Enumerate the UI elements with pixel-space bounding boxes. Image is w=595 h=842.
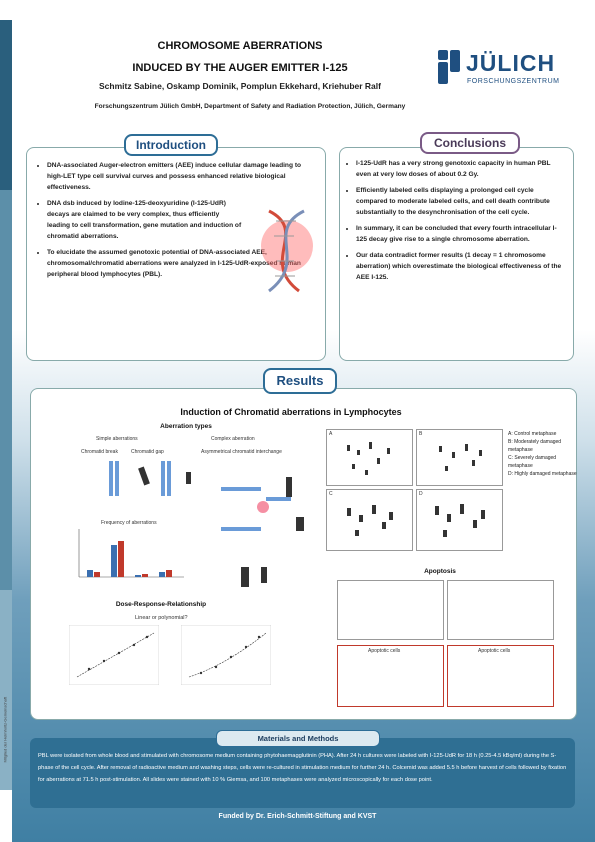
results-subtitle: Induction of Chromatid aberrations in Ly… [180, 407, 402, 417]
logo-subtitle: FORSCHUNGSZENTRUM [467, 78, 560, 85]
introduction-box: DNA-associated Auger-electron emitters (… [26, 147, 326, 361]
results-heading: Results [263, 368, 337, 394]
legend-item-a: A: Control metaphase [508, 431, 557, 437]
chromatid-break-label: Chromatid break [81, 449, 118, 455]
aberration-types-label: Aberration types [160, 423, 212, 430]
frequency-title: Frequency of aberrations [101, 520, 157, 526]
logo-mark-icon [438, 50, 460, 84]
concl-bullet-4: Our data contradict former results (1 de… [356, 250, 566, 283]
metaphase-legend: A: Control metaphase B: Moderately damag… [508, 430, 578, 478]
poster-title-line2: INDUCED BY THE AUGER EMITTER I-125 [132, 62, 348, 74]
dose-response-chart-1 [69, 625, 159, 685]
concl-bullet-3: In summary, it can be concluded that eve… [356, 223, 566, 245]
apoptosis-chart-1 [337, 580, 444, 640]
frequency-bar-chart [78, 529, 184, 578]
aberration-schematic [109, 461, 304, 587]
legend-item-d: D: Highly damaged metaphase [508, 471, 577, 477]
conclusions-box: I-125-UdR has a very strong genotoxic ca… [339, 147, 574, 361]
apoptosis-chart-3: Apoptotic cells [337, 645, 444, 707]
poster-title-line1: CHROMOSOME ABERRATIONS [157, 40, 323, 52]
apoptosis-chart-4: Apoptotic cells [447, 645, 554, 707]
legend-item-b: B: Moderately damaged metaphase [508, 439, 562, 453]
metaphase-panel-b: B [416, 429, 503, 486]
left-color-bar [0, 0, 12, 842]
introduction-list: DNA-associated Auger-electron emitters (… [35, 160, 301, 285]
apoptosis-title: Apoptosis [424, 568, 456, 575]
complex-aberration-label: Complex aberration [211, 436, 255, 442]
materials-heading: Materials and Methods [216, 730, 380, 747]
conclusions-list: I-125-UdR has a very strong genotoxic ca… [344, 158, 566, 288]
linear-question: Linear or polynomial? [135, 615, 188, 621]
introduction-heading: Introduction [124, 134, 218, 156]
dose-response-chart-2 [181, 625, 271, 685]
dna-helix-icon [261, 209, 313, 293]
legend-item-c: C: Severely damaged metaphase [508, 455, 557, 469]
metaphase-panel-d: D [416, 489, 503, 551]
chromatid-gap-label: Chromatid gap [131, 449, 164, 455]
materials-text: PBL were isolated from whole blood and s… [38, 753, 567, 783]
simple-aberrations-label: Simple aberrations [96, 436, 138, 442]
side-text: Mitglied der Helmholtz-Gemeinschaft [2, 696, 8, 763]
asymmetrical-interchange-label: Asymmetrical chromatid interchange [201, 449, 282, 455]
apoptosis-chart-2 [447, 580, 554, 640]
authors: Schmitz Sabine, Oskamp Dominik, Pomplun … [99, 81, 381, 91]
dose-response-title: Dose-Response-Relationship [115, 601, 207, 608]
logo-word: JÜLICH [466, 50, 556, 76]
intro-bullet-1: DNA-associated Auger-electron emitters (… [47, 160, 317, 193]
concl-bullet-1: I-125-UdR has a very strong genotoxic ca… [356, 158, 566, 180]
intro-bullet-2: DNA dsb induced by Iodine-125-deoxyuridi… [47, 198, 242, 242]
affiliation: Forschungszentrum Jülich GmbH, Departmen… [94, 103, 406, 110]
funding-note: Funded by Dr. Erich-Schmitt-Stiftung and… [218, 813, 377, 820]
conclusions-heading: Conclusions [420, 132, 520, 154]
intro-bullet-3: To elucidate the assumed genotoxic poten… [47, 247, 322, 280]
metaphase-panel-a: A [326, 429, 413, 486]
concl-bullet-2: Efficiently labeled cells displaying a p… [356, 185, 566, 218]
juelich-logo: JÜLICH FORSCHUNGSZENTRUM [436, 46, 571, 96]
metaphase-panel-c: C [326, 489, 413, 551]
materials-box: PBL were isolated from whole blood and s… [30, 738, 575, 808]
